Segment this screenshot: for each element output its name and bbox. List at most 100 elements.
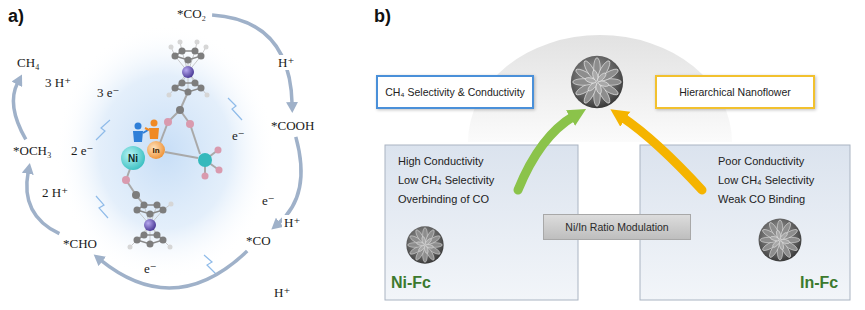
proton-label: H⁺: [272, 285, 292, 300]
electron-label: 3 e⁻: [97, 85, 119, 100]
species-label: *COOH: [268, 117, 317, 134]
ferrocene-upper: [185, 57, 192, 64]
lightning: [96, 196, 108, 218]
ferrocene-upper: [167, 40, 210, 98]
linker-atoms: [132, 191, 140, 199]
ferrocene-lower: [147, 241, 154, 248]
ferrocene-upper: [172, 48, 205, 96]
ferrocene-upper: [178, 40, 183, 45]
nanoflower-image: [571, 56, 623, 108]
metal-atom-text: In: [152, 146, 159, 155]
lightning: [96, 120, 110, 140]
linker-atoms: [164, 118, 172, 126]
ferrocene-upper: [182, 66, 194, 78]
people-icon: [151, 120, 158, 127]
ferrocene-lower: [128, 202, 174, 250]
species-label-text: *OCH₃: [13, 143, 51, 158]
people-icon: [135, 123, 142, 130]
ferrocene-lower: [144, 219, 156, 231]
property-text: Overbinding of CO: [398, 193, 489, 206]
lightning: [228, 98, 242, 120]
property-text: Poor Conductivity: [718, 155, 804, 168]
property-text: Weak CO Binding: [718, 193, 805, 206]
feature-box-text: CH₄ Selectivity & Conductivity: [385, 86, 525, 98]
linker-atoms: [122, 176, 130, 184]
species-label: *OCH₃: [10, 142, 54, 159]
metal-atom: Ni: [121, 146, 145, 170]
feature-box: CH₄ Selectivity & Conductivity: [376, 75, 534, 109]
ferrocene-upper: [198, 85, 205, 92]
ferrocene-lower: [134, 237, 141, 244]
ferrocene-lower: [154, 232, 161, 239]
ferrocene-upper: [198, 53, 205, 60]
ferrocene-upper: [204, 45, 209, 50]
modulation-box: Ni/In Ratio Modulation: [543, 214, 691, 240]
electron-label: e⁻: [262, 193, 275, 208]
species-label: CH₄: [14, 54, 43, 71]
reaction-arrow: [278, 137, 301, 224]
panel-letter: a): [8, 6, 24, 26]
property-text: Low CH₄ Selectivity: [718, 174, 814, 187]
species-label-text: *CO₂: [177, 6, 206, 21]
ferrocene-upper: [167, 40, 210, 98]
reaction-arrow: [13, 83, 25, 140]
ferrocene-lower: [141, 232, 148, 239]
ferrocene-lower: [128, 202, 174, 250]
ferrocene-upper: [172, 85, 179, 92]
ferrocene-lower: [160, 207, 167, 214]
bonds: [190, 124, 200, 154]
linker-atoms: [186, 120, 194, 128]
proton-label: H⁺: [276, 55, 296, 70]
electron-label: e⁻: [232, 128, 245, 143]
ferrocene-upper: [167, 93, 172, 98]
bonds: [165, 152, 198, 158]
proton-label: 3 H⁺: [43, 75, 73, 90]
proton-label: 2 H⁺: [40, 185, 70, 200]
catalyst-name: Ni-Fc: [391, 274, 431, 292]
ferrocene-lower: [147, 211, 154, 218]
ferrocene-upper: [185, 89, 192, 96]
proton-label: H⁺: [282, 215, 302, 230]
feature-box-text: Hierarchical Nanoflower: [679, 86, 790, 98]
ferrocene-upper: [179, 48, 186, 55]
linker-atoms: [176, 106, 184, 114]
people-icon: [149, 128, 159, 139]
feature-box: Hierarchical Nanoflower: [655, 75, 815, 109]
ferrocene-lower: [130, 204, 171, 247]
lightning: [96, 98, 242, 274]
catalyst-name: In-Fc: [800, 274, 838, 292]
ferrocene-lower: [160, 237, 167, 244]
people-icon: [143, 130, 148, 133]
nanoflower-image: [406, 226, 443, 263]
metal-atom: In: [147, 141, 165, 159]
species-label-text: *CHO: [63, 236, 97, 251]
electric-glow: [55, 24, 275, 280]
ferrocene-lower: [169, 202, 174, 207]
ferrocene-upper: [192, 48, 199, 55]
reaction-arrow: [27, 172, 60, 234]
species-label-text: *COOH: [271, 118, 314, 133]
species-label-text: *CO: [246, 233, 271, 248]
catalyst-panel: Poor ConductivityLow CH₄ SelectivityWeak…: [640, 145, 850, 300]
species-label: *CO₂: [174, 5, 209, 22]
reaction-arrow: [101, 251, 248, 288]
linker-atoms: [122, 106, 223, 199]
ferrocene-upper: [192, 80, 199, 87]
modulation-box-text: Ni/In Ratio Modulation: [565, 221, 668, 233]
ferrocene-upper: [169, 42, 207, 95]
ferrocene-lower: [128, 245, 133, 250]
property-text: High Conductivity: [398, 155, 484, 168]
ferrocene-upper: [169, 45, 174, 50]
yellow-arrow: [622, 117, 702, 190]
panel-letter: b): [374, 6, 391, 26]
ferrocene-lower: [168, 245, 173, 250]
linker-atoms: [216, 167, 223, 174]
ferrocene-upper: [195, 40, 200, 45]
metal-atom-text: Ni: [128, 153, 138, 164]
ferrocene-lower: [154, 202, 161, 209]
people-icon: [133, 131, 143, 142]
people-icon: [145, 128, 149, 130]
linker-atoms: [202, 173, 209, 180]
electron-label: 2 e⁻: [71, 143, 93, 158]
